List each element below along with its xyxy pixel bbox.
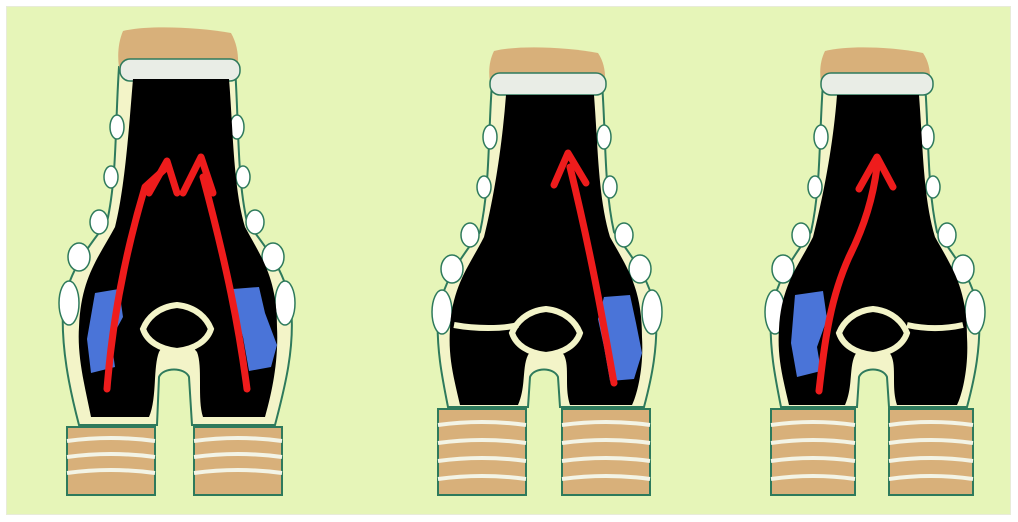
diagram-frame (6, 6, 1011, 515)
top-cap-center (489, 47, 606, 95)
airway-diagram-left (7, 7, 342, 516)
panel-center (342, 7, 677, 516)
top-cap-right (820, 47, 933, 95)
cartilage-rings-left (67, 427, 282, 495)
cartilage-rings-right (771, 409, 973, 495)
carina-center (512, 309, 580, 355)
band-center (454, 325, 518, 328)
band-right (907, 325, 963, 328)
cartilage-rings-center (438, 409, 650, 495)
top-cap-left (118, 27, 240, 81)
panel-left (7, 7, 342, 516)
carina-left (143, 305, 211, 351)
airway-diagram-center (342, 7, 677, 516)
panel-right (677, 7, 1012, 516)
airway-diagram-right (677, 7, 1012, 516)
carina-right (839, 309, 907, 355)
